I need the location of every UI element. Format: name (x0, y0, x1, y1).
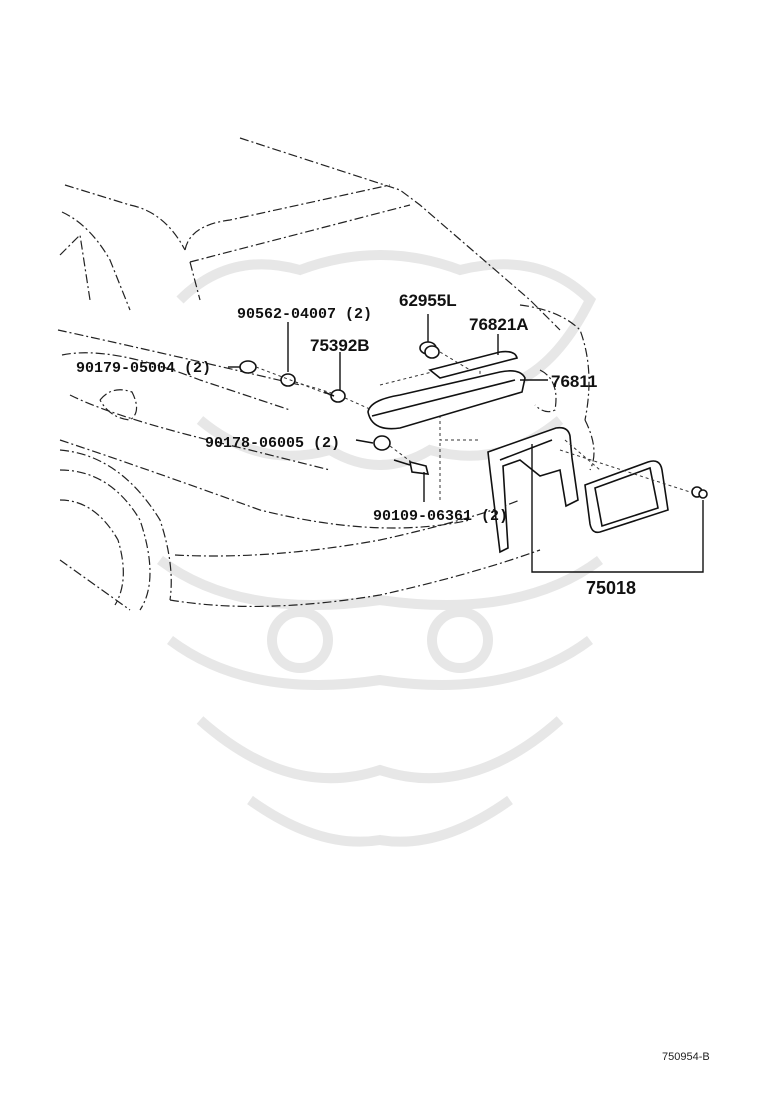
label-90179: 90179-05004 (2) (76, 360, 211, 377)
bolt-90109 (393, 459, 430, 475)
watermark-emblem (157, 250, 603, 847)
clip-62955l (419, 341, 440, 359)
clip-75392b (323, 389, 346, 403)
part-labels: 90562-04007 (2) 62955L 76821A 75392B 901… (76, 291, 636, 598)
label-76821a: 76821A (469, 315, 529, 334)
label-90109: 90109-06361 (2) (373, 508, 508, 525)
leader-lines (228, 314, 704, 573)
label-62955l: 62955L (399, 291, 457, 310)
nut-90178 (373, 435, 391, 451)
label-75392b: 75392B (310, 336, 370, 355)
part-drawings (239, 341, 708, 554)
washer-90562 (280, 373, 296, 387)
label-76811: 76811 (551, 372, 597, 391)
reference-code: 750954-B (662, 1051, 710, 1063)
label-90178: 90178-06005 (2) (205, 435, 340, 452)
nut-90179 (239, 360, 257, 374)
label-75018: 75018 (586, 578, 636, 598)
label-90562: 90562-04007 (2) (237, 306, 372, 323)
bracket-75018 (487, 426, 708, 554)
